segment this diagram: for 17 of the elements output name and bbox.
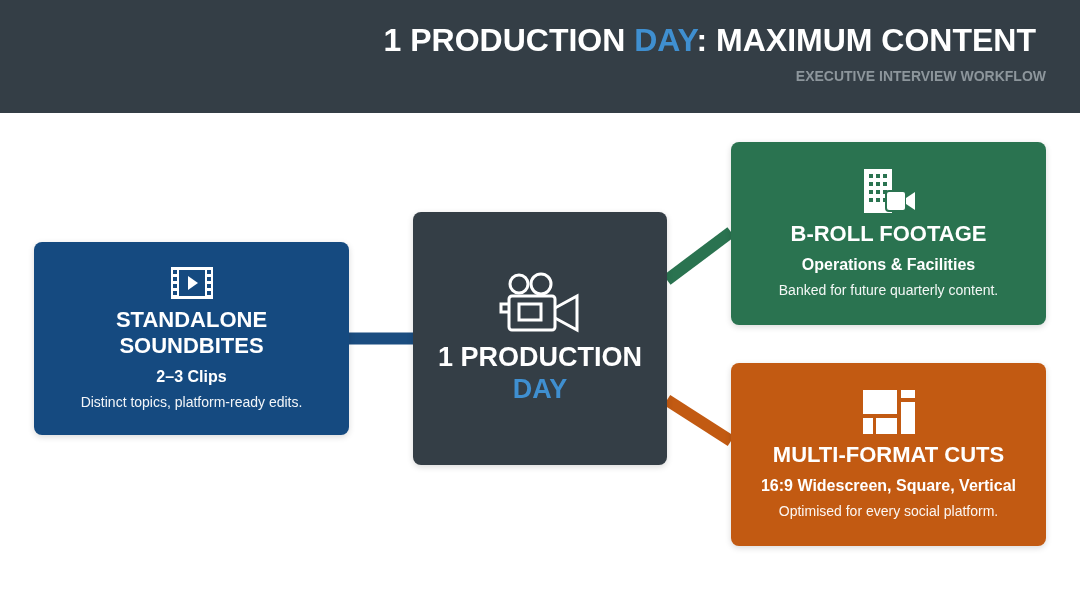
content-card bbox=[34, 242, 349, 435]
card-description: Optimised for every social platform. bbox=[778, 503, 999, 520]
subtitle: EXECUTIVE INTERVIEW WORKFLOW bbox=[795, 68, 1046, 84]
card-subheading: 2–3 Clips bbox=[156, 367, 227, 386]
page-title: 1 PRODUCTION DAY: MAXIMUM CONTENT bbox=[383, 22, 1036, 59]
card-subheading: Operations & Facilities bbox=[801, 256, 976, 275]
content-card bbox=[731, 363, 1046, 546]
content-card bbox=[731, 142, 1046, 325]
card-description: Banked for future quarterly content. bbox=[778, 282, 999, 299]
card-subheading: 16:9 Widescreen, Square, Vertical bbox=[760, 477, 1017, 496]
card-description: Distinct topics, platform-ready edits. bbox=[80, 393, 303, 410]
card-heading: B-ROLL FOOTAGE bbox=[790, 220, 987, 247]
connector-line bbox=[349, 332, 413, 345]
card-heading: MULTI-FORMAT CUTS bbox=[772, 441, 1005, 468]
card-heading: 1 PRODUCTION DAY bbox=[437, 342, 643, 405]
content-card bbox=[413, 212, 667, 465]
card-heading: STANDALONE SOUNDBITES bbox=[114, 307, 269, 358]
